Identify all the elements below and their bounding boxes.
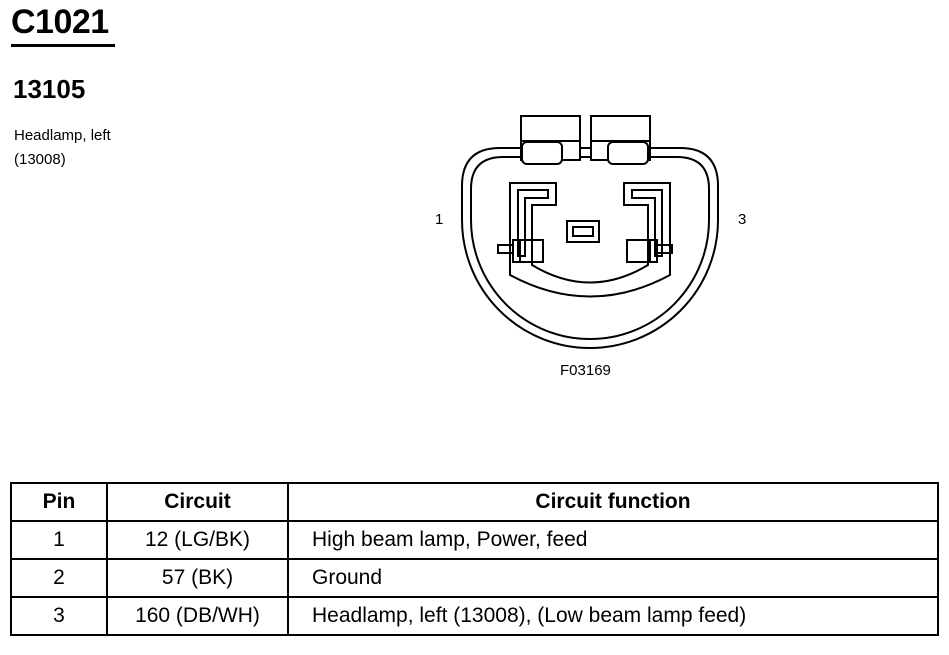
cell-function: Ground — [287, 558, 939, 598]
terminal-pin-2 — [566, 220, 600, 243]
header-pin: Pin — [10, 482, 108, 522]
table-row: 2 57 (BK) Ground — [10, 558, 939, 598]
figure-id: F03169 — [560, 362, 611, 379]
connector-id-underline — [11, 44, 115, 47]
cell-circuit: 160 (DB/WH) — [106, 596, 289, 636]
cell-pin: 2 — [10, 558, 108, 598]
pin-label-1: 1 — [435, 211, 444, 228]
cell-pin: 3 — [10, 596, 108, 636]
cell-circuit: 12 (LG/BK) — [106, 520, 289, 560]
connector-id: C1021 — [11, 3, 109, 41]
connector-description: Headlamp, left — [14, 127, 111, 144]
cell-function: High beam lamp, Power, feed — [287, 520, 939, 560]
table-header-row: Pin Circuit Circuit function — [10, 482, 939, 522]
cell-function: Headlamp, left (13008), (Low beam lamp f… — [287, 596, 939, 636]
terminal-pin-1 — [497, 239, 544, 263]
connector-housing-outer — [461, 147, 719, 349]
part-number: 13105 — [13, 74, 86, 104]
connector-housing-inner — [470, 156, 710, 340]
terminal-pin-3 — [626, 239, 673, 263]
pin-label-3: 3 — [738, 211, 747, 228]
pinout-table: Pin Circuit Circuit function 1 12 (LG/BK… — [10, 482, 939, 636]
table-row: 3 160 (DB/WH) Headlamp, left (13008), (L… — [10, 596, 939, 636]
locking-tab-right — [590, 115, 651, 165]
connector-description-ref: (13008) — [14, 151, 66, 168]
terminal-cavity — [509, 182, 671, 298]
cell-circuit: 57 (BK) — [106, 558, 289, 598]
header-circuit-function: Circuit function — [287, 482, 939, 522]
cell-pin: 1 — [10, 520, 108, 560]
table-row: 1 12 (LG/BK) High beam lamp, Power, feed — [10, 520, 939, 560]
locking-tab-left — [520, 115, 581, 165]
header-circuit: Circuit — [106, 482, 289, 522]
